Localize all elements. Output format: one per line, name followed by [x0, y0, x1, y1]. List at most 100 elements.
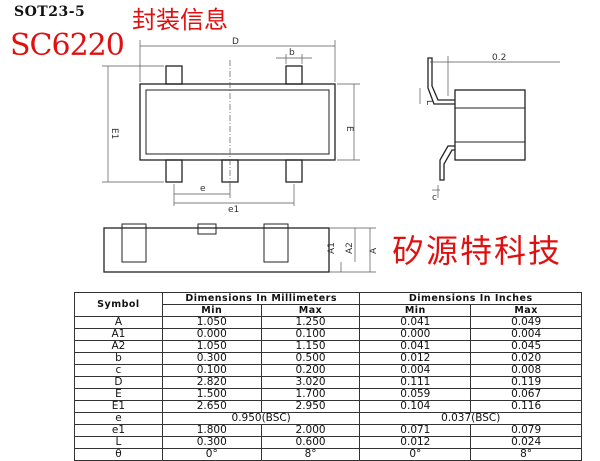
- cell-in-min: 0.071: [359, 424, 472, 437]
- table-row: A1 0.000 0.100 0.000 0.004: [74, 328, 582, 341]
- gull-wing-lead-top: [427, 57, 455, 105]
- cell-mm-min: 2.650: [161, 400, 262, 413]
- cell-in-min: 0.041: [359, 340, 472, 353]
- table-row: θ 0° 8° 0° 8°: [74, 448, 582, 461]
- cell-mm-min: 1.050: [161, 340, 262, 353]
- cell-in-min: 0.000: [359, 328, 472, 341]
- top-view-body: [139, 83, 336, 161]
- cell-in-min: 0.041: [359, 316, 472, 329]
- top-lead-right: [285, 65, 303, 85]
- label-A1: A1: [327, 242, 337, 254]
- symbol-header: Symbol: [74, 292, 163, 317]
- cell-in-max: 0.008: [470, 364, 582, 377]
- table-row: E 1.500 1.700 0.059 0.067: [74, 388, 582, 401]
- table-row: L 0.300 0.600 0.012 0.024: [74, 436, 582, 449]
- cell-mm-max: 3.020: [260, 376, 361, 389]
- cell-mm-max: 0.100: [260, 328, 361, 341]
- cell-symbol: E: [74, 388, 163, 401]
- cell-in-max: 0.067: [470, 388, 582, 401]
- label-D: D: [232, 37, 239, 47]
- label-e: e: [200, 184, 206, 194]
- cell-mm-min: 1.050: [161, 316, 262, 329]
- cell-mm-min: 0.300: [161, 352, 262, 365]
- cell-mm-min: 1.500: [161, 388, 262, 401]
- cell-mm-bsc: 0.950(BSC): [161, 412, 361, 425]
- cell-symbol: e1: [74, 424, 163, 437]
- cell-in-min: 0°: [359, 448, 472, 461]
- bottom-lead-3: [285, 159, 303, 183]
- cell-in-max: 0.116: [470, 400, 582, 413]
- cell-in-min: 0.012: [359, 436, 472, 449]
- cell-mm-max: 2.950: [260, 400, 361, 413]
- cell-mm-max: 1.250: [260, 316, 361, 329]
- label-E1: E1: [109, 128, 119, 139]
- cell-symbol: θ: [74, 448, 163, 461]
- label-A2: A2: [345, 242, 355, 254]
- bottom-lead-1: [165, 159, 183, 183]
- label-b: b: [289, 48, 295, 58]
- cell-mm-max: 2.000: [260, 424, 361, 437]
- label-angle: 0.2: [492, 53, 506, 63]
- mm-max-header: Max: [260, 304, 361, 317]
- gull-wing-lead-bottom: [439, 145, 455, 181]
- cell-in-max: 0.020: [470, 352, 582, 365]
- cell-in-bsc: 0.037(BSC): [359, 412, 582, 425]
- table-row: b 0.300 0.500 0.012 0.020: [74, 352, 582, 365]
- part-number: SC6220: [10, 28, 125, 63]
- cell-mm-min: 0.100: [161, 364, 262, 377]
- label-E: E: [344, 126, 354, 132]
- cell-mm-min: 1.800: [161, 424, 262, 437]
- table-row: D 2.820 3.020 0.111 0.119: [74, 376, 582, 389]
- cell-in-min: 0.059: [359, 388, 472, 401]
- label-L: L: [424, 100, 434, 105]
- mm-min-header: Min: [161, 304, 262, 317]
- cell-mm-max: 0.600: [260, 436, 361, 449]
- cell-mm-max: 0.500: [260, 352, 361, 365]
- inch-group-header: Dimensions In Inches: [359, 292, 582, 305]
- side-view-body: [454, 89, 526, 161]
- cell-mm-max: 1.150: [260, 340, 361, 353]
- cell-symbol: A1: [74, 328, 163, 341]
- in-min-header: Min: [359, 304, 472, 317]
- table-row: c 0.100 0.200 0.004 0.008: [74, 364, 582, 377]
- cell-in-max: 0.004: [470, 328, 582, 341]
- cell-in-min: 0.104: [359, 400, 472, 413]
- cell-symbol: c: [74, 364, 163, 377]
- cell-in-max: 0.049: [470, 316, 582, 329]
- cell-mm-max: 1.700: [260, 388, 361, 401]
- cell-mm-min: 2.820: [161, 376, 262, 389]
- cell-mm-max: 8°: [260, 448, 361, 461]
- table-row: e 0.950(BSC) 0.037(BSC): [74, 412, 582, 425]
- cell-symbol: L: [74, 436, 163, 449]
- cell-in-max: 0.045: [470, 340, 582, 353]
- cell-in-max: 8°: [470, 448, 582, 461]
- cell-mm-min: 0.000: [161, 328, 262, 341]
- table-row: e1 1.800 2.000 0.071 0.079: [74, 424, 582, 437]
- front-view-body: [103, 227, 330, 273]
- cell-in-min: 0.012: [359, 352, 472, 365]
- in-max-header: Max: [470, 304, 582, 317]
- mm-group-header: Dimensions In Millimeters: [161, 292, 361, 305]
- cell-in-max: 0.024: [470, 436, 582, 449]
- package-code: SOT23-5: [14, 4, 86, 20]
- top-lead-left: [165, 65, 183, 85]
- cell-symbol: A2: [74, 340, 163, 353]
- cell-mm-max: 0.200: [260, 364, 361, 377]
- label-A: A: [369, 247, 379, 254]
- cell-symbol: A: [74, 316, 163, 329]
- package-drawing: D b E1 E e e1 0.2 L c A1 A2 A: [102, 37, 560, 273]
- dimensions-table: Symbol Dimensions In Millimeters Dimensi…: [74, 292, 582, 461]
- table-row: A 1.050 1.250 0.041 0.049: [74, 316, 582, 329]
- cell-in-max: 0.119: [470, 376, 582, 389]
- package-info-title: 封装信息: [132, 6, 228, 34]
- cell-symbol: E1: [74, 400, 163, 413]
- cell-symbol: D: [74, 376, 163, 389]
- brand-name: 矽源特科技: [392, 232, 563, 270]
- table-row: E1 2.650 2.950 0.104 0.116: [74, 400, 582, 413]
- cell-symbol: e: [74, 412, 163, 425]
- cell-in-min: 0.111: [359, 376, 472, 389]
- label-c: c: [432, 193, 437, 203]
- cell-in-max: 0.079: [470, 424, 582, 437]
- cell-symbol: b: [74, 352, 163, 365]
- cell-in-min: 0.004: [359, 364, 472, 377]
